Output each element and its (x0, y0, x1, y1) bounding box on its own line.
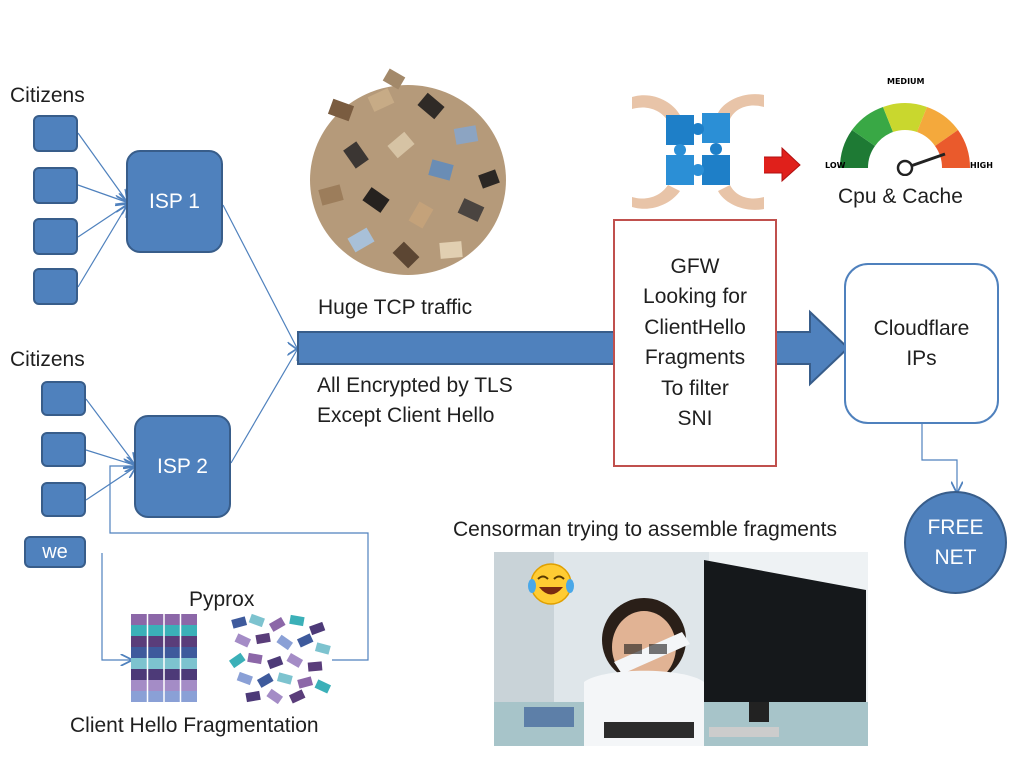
citizen-node (41, 381, 86, 416)
citizens-top-label: Citizens (10, 84, 85, 107)
traffic-arrow (297, 309, 850, 387)
we-node: we (24, 536, 86, 568)
we-label: we (42, 540, 68, 563)
cpu-gauge: LOW MEDIUM HIGH (825, 77, 993, 176)
encrypted-line1: All Encrypted by TLS (317, 374, 513, 397)
we-connector (101, 553, 130, 660)
gfw-line: Fragments (644, 346, 746, 369)
gfw-line: GFW (670, 254, 720, 278)
citizen-node (33, 115, 78, 152)
isp1-label: ISP 1 (149, 189, 200, 213)
cloudflare-line: IPs (906, 346, 937, 370)
gfw-line: SNI (677, 407, 713, 430)
isp1-node: ISP 1 (126, 150, 223, 253)
huge-tcp-label: Huge TCP traffic (318, 296, 473, 319)
free-net-line: FREE (927, 515, 984, 539)
gfw-box: GFW Looking for ClientHello Fragments To… (613, 219, 777, 467)
gauge-high: HIGH (970, 161, 993, 170)
gauge-low: LOW (825, 161, 846, 170)
pyprox-label: Pyprox (189, 588, 255, 611)
cloudflare-connector (921, 424, 957, 491)
puzzle-pile-image (310, 68, 506, 275)
puzzle-hands-image (632, 91, 764, 213)
citizen-connectors-top (77, 132, 126, 288)
isp2-label: ISP 2 (157, 454, 208, 478)
free-net-line: NET (934, 545, 977, 569)
gfw-line: ClientHello (644, 315, 746, 339)
cloudflare-line: Cloudflare (873, 316, 970, 340)
citizen-node (33, 218, 78, 255)
encrypted-line2: Except Client Hello (317, 404, 495, 427)
citizens-bottom-label: Citizens (10, 348, 85, 371)
gfw-line: To filter (661, 376, 729, 400)
fragmentation-label: Client Hello Fragmentation (70, 714, 319, 737)
free-net-node: FREE NET (904, 491, 1007, 594)
citizen-node (33, 268, 78, 305)
gfw-line: Looking for (643, 285, 747, 308)
isp-connectors (222, 204, 297, 464)
fragment-loop-connector (109, 466, 369, 661)
citizen-node (41, 482, 86, 517)
cloudflare-box: Cloudflare IPs (844, 263, 999, 424)
censorman-label: Censorman trying to assemble fragments (453, 518, 837, 541)
isp2-node: ISP 2 (134, 415, 231, 518)
cpu-cache-label: Cpu & Cache (838, 185, 963, 208)
gauge-medium: MEDIUM (887, 77, 925, 86)
scattered-fragments (228, 613, 332, 704)
ordered-fragments-grid (131, 614, 197, 702)
citizen-node (33, 167, 78, 204)
citizen-node (41, 432, 86, 467)
censorman-photo (494, 552, 868, 746)
